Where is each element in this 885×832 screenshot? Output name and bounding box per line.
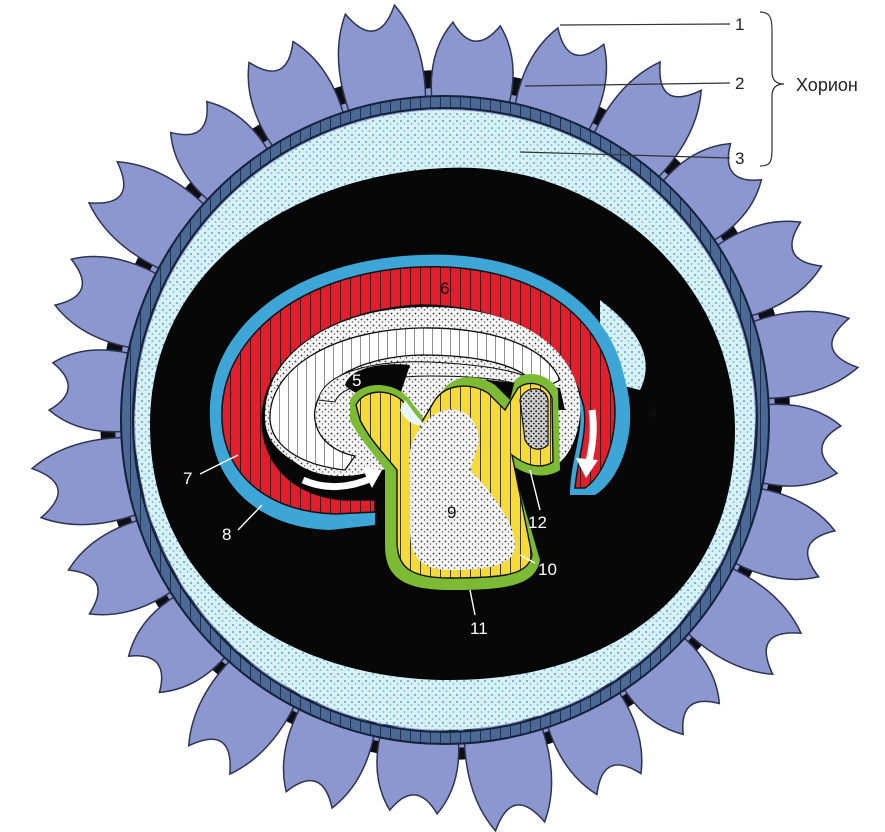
label-6: 6 [440,279,449,298]
label-9: 9 [447,503,456,522]
label-11: 11 [470,619,488,638]
chorion-label: Хорион [796,75,858,95]
label-2: 2 [735,74,744,93]
label-12: 12 [528,513,547,532]
leader-1 [560,24,730,25]
label-5: 5 [352,371,361,390]
label-8: 8 [222,525,231,544]
label-10: 10 [538,560,557,579]
label-4: 4 [648,403,657,422]
label-1: 1 [735,15,744,34]
label-3: 3 [735,149,744,168]
label-7: 7 [183,469,192,488]
chorion-brace [760,12,784,166]
